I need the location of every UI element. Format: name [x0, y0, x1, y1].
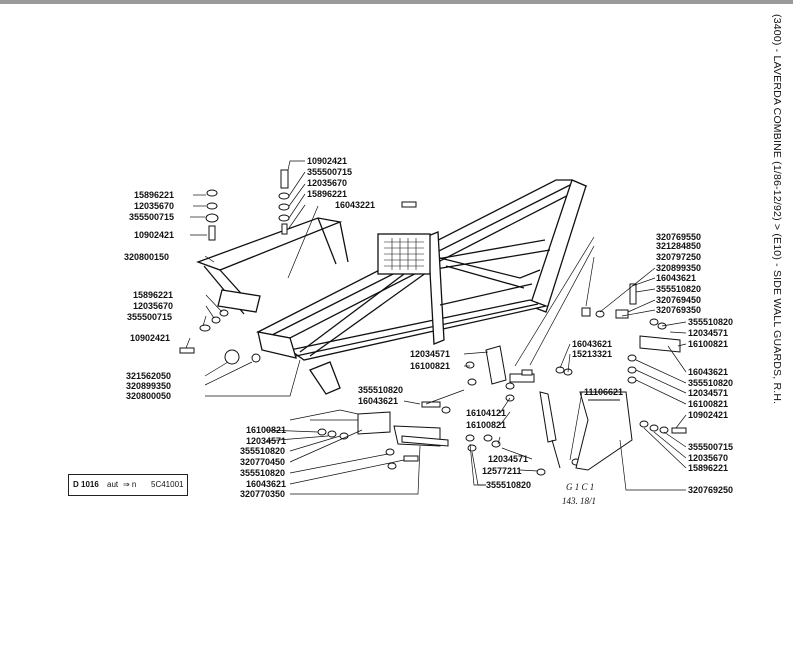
part-label: 355500715: [688, 442, 733, 452]
part-label: 320769450: [656, 295, 701, 305]
part-label: 16043621: [572, 339, 612, 349]
part-label: 355510820: [688, 317, 733, 327]
side-wall-frame: [196, 179, 588, 395]
part-label: 320797250: [656, 252, 701, 262]
part-label: 320800150: [124, 252, 169, 262]
part-label: 320899350: [126, 381, 171, 391]
part-label: 15896221: [307, 189, 347, 199]
part-label: 320899350: [656, 263, 701, 273]
drawing-code: D 1016: [73, 480, 99, 489]
part-label: 10902421: [130, 333, 170, 343]
part-label: 10902421: [688, 410, 728, 420]
part-label: 16104121: [466, 408, 506, 418]
part-label: 321284850: [656, 241, 701, 251]
part-label: 16100821: [688, 339, 728, 349]
part-label: 12034571: [688, 328, 728, 338]
part-label: 320769250: [688, 485, 733, 495]
drawing-serial: 5C41001: [151, 480, 184, 489]
part-label: 16043221: [335, 200, 375, 210]
part-label: 355510820: [656, 284, 701, 294]
part-label: 16100821: [688, 399, 728, 409]
part-label: 12034571: [410, 349, 450, 359]
figure-ref-line1: G 1 C 1: [566, 482, 595, 492]
part-label: 12034571: [688, 388, 728, 398]
part-label: 12034571: [488, 454, 528, 464]
part-label: 321562050: [126, 371, 171, 381]
part-label: 16100821: [410, 361, 450, 371]
part-label: 15896221: [133, 290, 173, 300]
part-label: 320770350: [240, 489, 285, 499]
part-label: 12035670: [133, 301, 173, 311]
part-label: 320769350: [656, 305, 701, 315]
part-label: 355510820: [486, 480, 531, 490]
part-label: 12577211: [482, 466, 522, 476]
figure-ref-line2: 143. 18/1: [562, 496, 597, 506]
part-label: 12034571: [246, 436, 286, 446]
part-label: 16100821: [246, 425, 286, 435]
part-label: 11106621: [584, 387, 623, 397]
part-label: 15896221: [688, 463, 728, 473]
part-label: 320800050: [126, 391, 171, 401]
part-label: 15896221: [134, 190, 174, 200]
part-label: 16043621: [246, 479, 286, 489]
part-label: 355500715: [307, 167, 352, 177]
drawing-aut: aut: [107, 480, 119, 489]
part-label: 320770450: [240, 457, 285, 467]
part-label: 10902421: [134, 230, 174, 240]
part-label: 355510820: [358, 385, 403, 395]
part-label: 320769550: [656, 232, 701, 242]
part-label: 16100821: [466, 420, 506, 430]
part-label: 16043621: [688, 367, 728, 377]
part-label: 355510820: [688, 378, 733, 388]
leader-lines: [185, 160, 687, 495]
part-label: 12035670: [134, 201, 174, 211]
part-label: 355510820: [240, 446, 285, 456]
part-label: 16043621: [358, 396, 398, 406]
top-border: [0, 0, 793, 4]
part-label: 16043621: [656, 273, 696, 283]
page-title: (3400) - LAVERDA COMBINE (1/86-12/92) > …: [771, 14, 783, 405]
part-label: 355510820: [240, 468, 285, 478]
part-label: 12035670: [688, 453, 728, 463]
drawing-info-box: D 1016 aut ⇒ n 5C41001: [68, 474, 188, 496]
part-label: 355500715: [127, 312, 172, 322]
drawing-arrow: ⇒ n: [123, 480, 137, 489]
part-label: 15213321: [572, 349, 612, 359]
part-label: 12035670: [307, 178, 347, 188]
part-labels: 10902421 355500715 12035670 15896221 160…: [124, 156, 733, 499]
part-label: 10902421: [307, 156, 347, 166]
part-label: 355500715: [129, 212, 174, 222]
